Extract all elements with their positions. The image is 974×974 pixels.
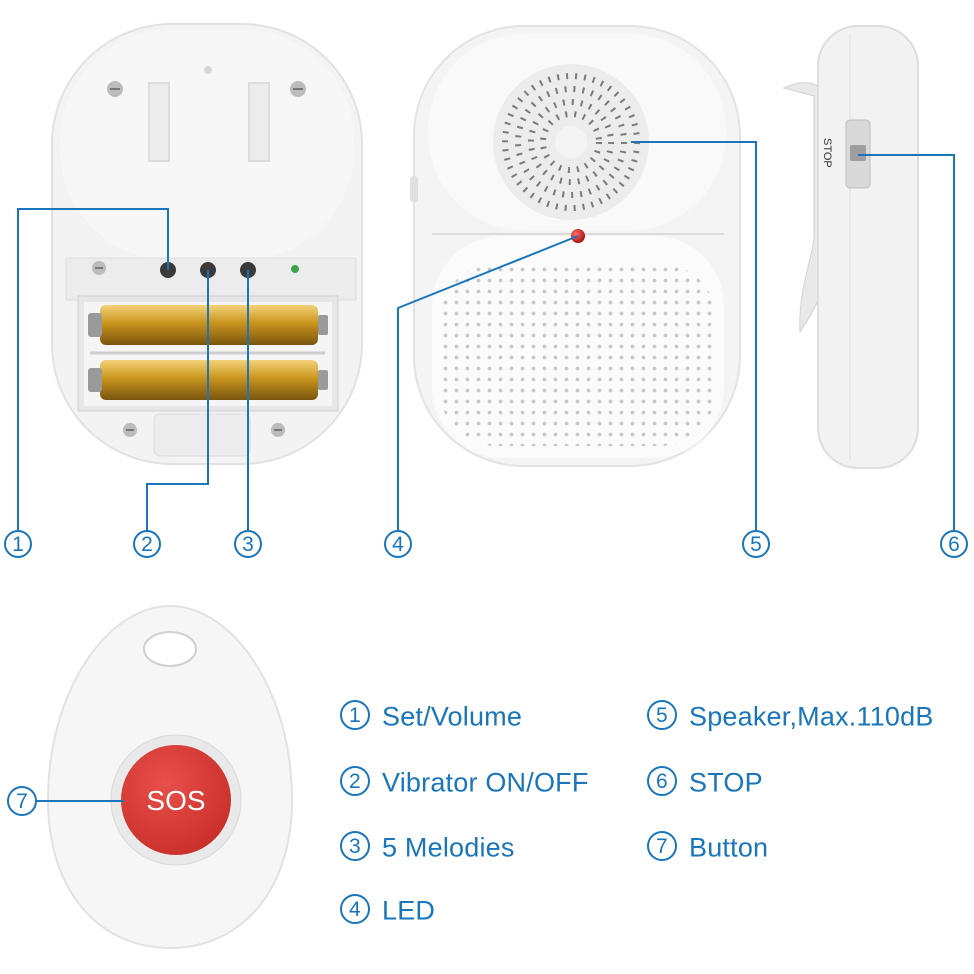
callout-6: 6 xyxy=(940,530,968,558)
legend-label: Button xyxy=(689,832,769,863)
leader-lines xyxy=(17,141,955,802)
stop-text: STOP xyxy=(821,138,833,168)
svg-text:1: 1 xyxy=(12,533,24,556)
legend-label: Set/Volume xyxy=(382,701,523,732)
legend-number: 7 xyxy=(647,830,677,861)
legend-item-2: 2 Vibrator ON/OFF xyxy=(340,765,589,798)
legend-number: 1 xyxy=(340,699,370,730)
legend-item-7: 7 Button xyxy=(647,830,769,863)
callout-5: 5 xyxy=(742,530,770,558)
sos-pendant: SOS xyxy=(46,604,294,950)
callout-7: 7 xyxy=(7,786,37,816)
callout-1: 1 xyxy=(4,530,32,558)
legend-label: LED xyxy=(382,895,436,926)
legend-item-4: 4 LED xyxy=(340,893,436,926)
callout-3: 3 xyxy=(234,530,262,558)
legend-label: STOP xyxy=(689,767,763,798)
legend-number: 6 xyxy=(647,765,677,796)
svg-text:7: 7 xyxy=(16,790,28,813)
callout-markers: 1 2 3 4 5 6 7 xyxy=(4,530,968,816)
screw-icon xyxy=(290,81,306,97)
screw-icon xyxy=(123,423,137,437)
callout-4: 4 xyxy=(384,530,412,558)
screw-icon xyxy=(107,81,123,97)
legend-item-6: 6 STOP xyxy=(647,765,763,798)
legend-label: Speaker,Max.110dB xyxy=(689,701,934,732)
svg-text:5: 5 xyxy=(750,533,762,556)
legend-label: Vibrator ON/OFF xyxy=(382,767,589,798)
legend-number: 2 xyxy=(340,765,370,796)
screw-icon xyxy=(271,423,285,437)
receiver-side: STOP xyxy=(782,25,919,469)
legend-item-5: 5 Speaker,Max.110dB xyxy=(647,699,934,732)
legend-number: 4 xyxy=(340,893,370,924)
speaker-icon xyxy=(493,64,649,220)
callout-2: 2 xyxy=(133,530,161,558)
svg-text:4: 4 xyxy=(392,533,404,556)
sos-button xyxy=(121,745,231,855)
legend-item-1: 1 Set/Volume xyxy=(340,699,523,732)
receiver-front xyxy=(410,25,741,467)
sos-label: SOS xyxy=(146,785,205,816)
screw-icon xyxy=(92,261,106,275)
svg-text:2: 2 xyxy=(141,533,153,556)
svg-text:3: 3 xyxy=(242,533,254,556)
legend-label: 5 Melodies xyxy=(382,832,515,863)
legend-item-3: 3 5 Melodies xyxy=(340,830,515,863)
legend-number: 5 xyxy=(647,699,677,730)
legend-number: 3 xyxy=(340,830,370,861)
svg-text:6: 6 xyxy=(948,533,960,556)
